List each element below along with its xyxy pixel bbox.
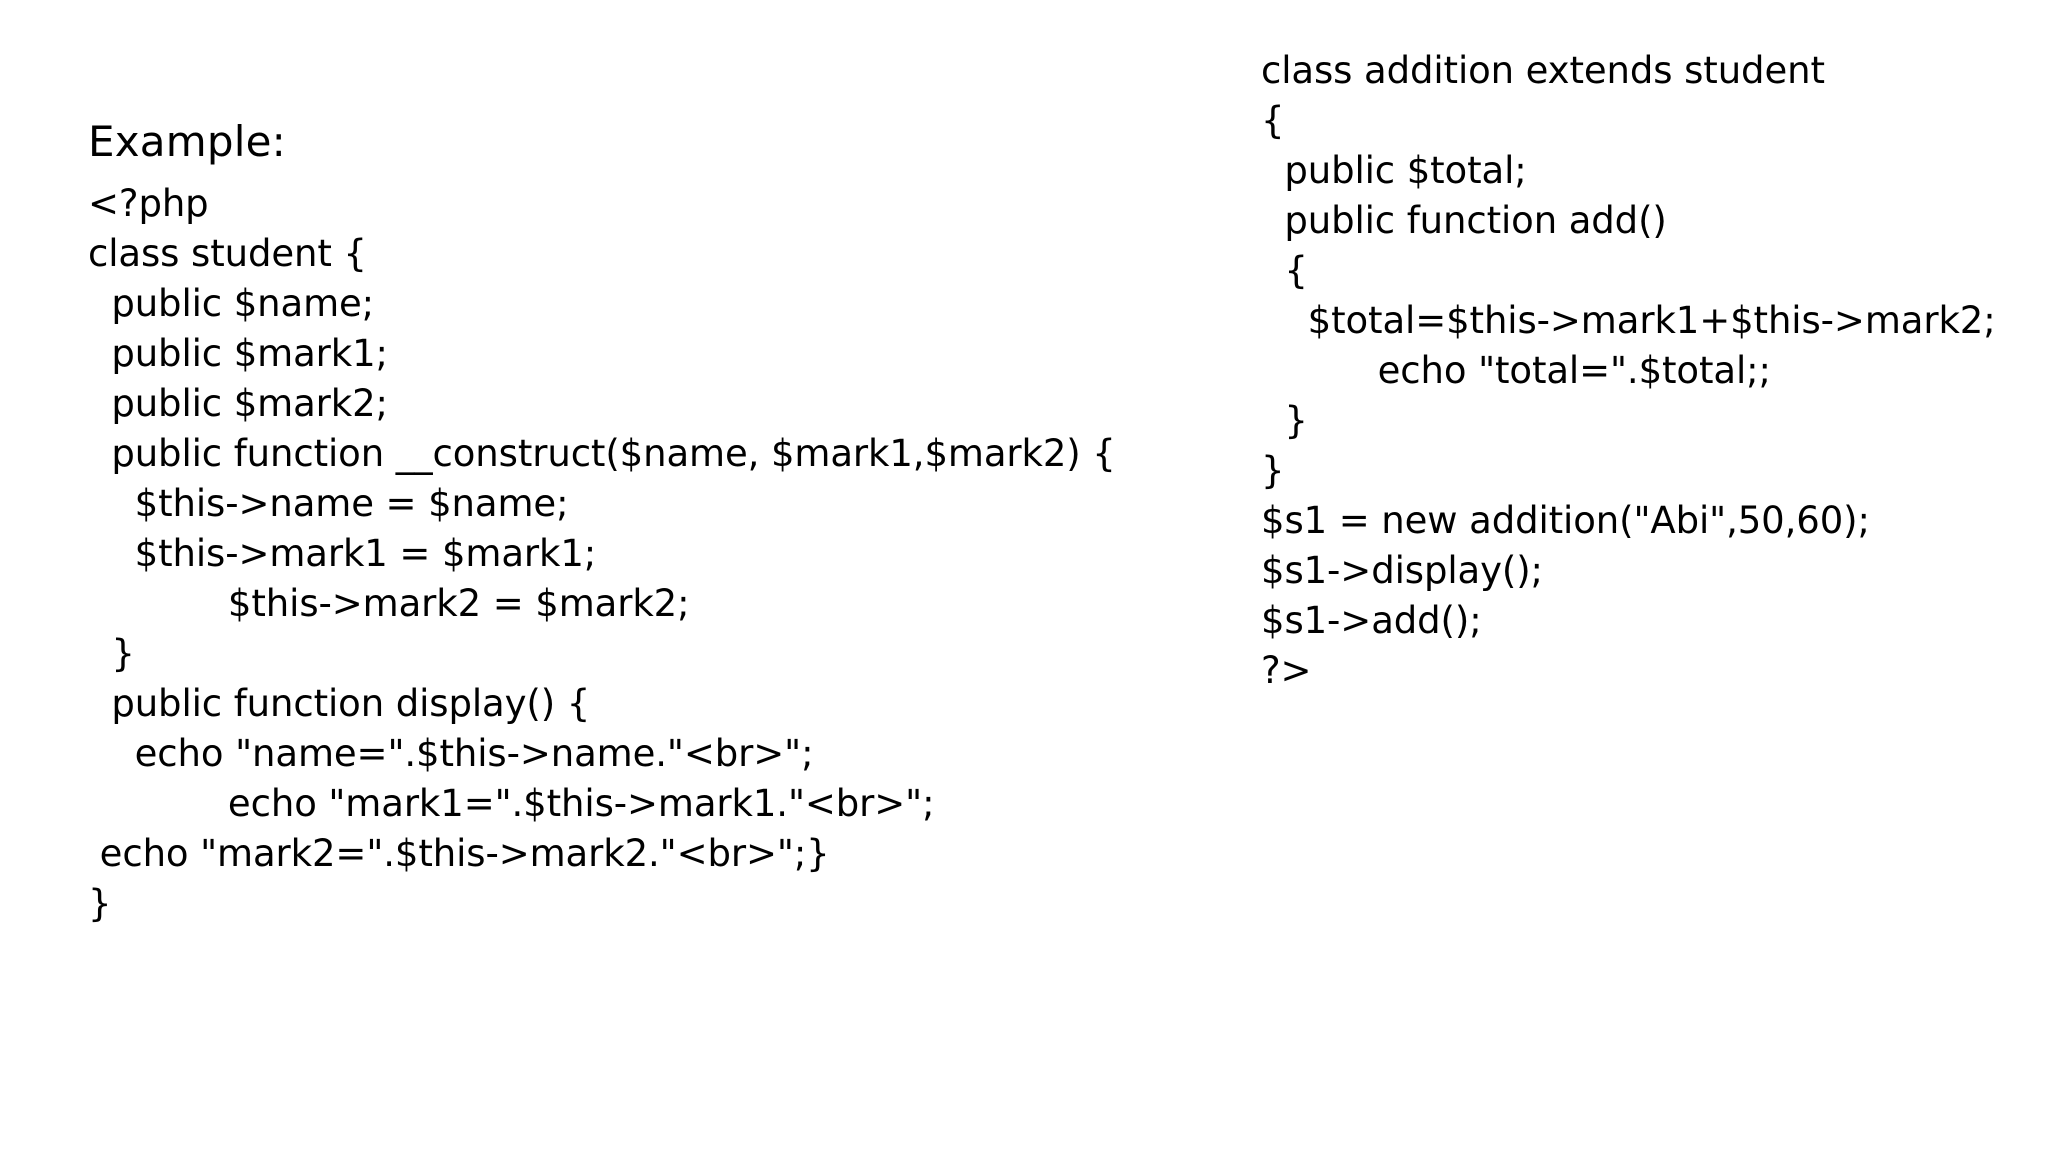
code-line: { <box>1261 99 1285 142</box>
code-line: $total=$this->mark1+$this->mark2; <box>1261 299 1996 342</box>
left-code-listing: <?php class student { public $name; publi… <box>88 179 1218 929</box>
right-code-listing: class addition extends student { public $… <box>1261 46 2001 696</box>
code-line: $s1->add(); <box>1261 599 1482 642</box>
code-line: } <box>1261 449 1285 492</box>
code-line: { <box>1261 249 1308 292</box>
code-line: public $mark2; <box>88 382 388 426</box>
code-line: public function add() <box>1261 199 1667 242</box>
code-line: public function display() { <box>88 682 591 726</box>
code-line: public $total; <box>1261 149 1527 192</box>
code-line: class addition extends student <box>1261 49 1825 92</box>
right-code-textbox[interactable]: class addition extends student { public $… <box>1261 46 2001 696</box>
left-code-textbox[interactable]: Example: <?php class student { public $na… <box>88 118 1218 929</box>
code-line: } <box>88 882 112 926</box>
code-line: echo "mark1=".$this->mark1."<br>"; <box>88 782 935 826</box>
code-line: } <box>88 632 135 676</box>
code-line: echo "total=".$total;; <box>1261 349 1771 392</box>
code-line: class student { <box>88 232 367 276</box>
code-line: $s1->display(); <box>1261 549 1543 592</box>
code-line: public $mark1; <box>88 332 388 376</box>
code-line: $this->mark2 = $mark2; <box>88 582 690 626</box>
code-line: $s1 = new addition("Abi",50,60); <box>1261 499 1870 542</box>
code-line: public $name; <box>88 282 375 326</box>
code-line: <?php <box>88 182 209 226</box>
code-line: public function __construct($name, $mark… <box>88 432 1116 476</box>
page-title: Example: <box>88 117 286 166</box>
code-line: ?> <box>1261 649 1312 692</box>
code-line: $this->mark1 = $mark1; <box>88 532 597 576</box>
code-line: $this->name = $name; <box>88 482 569 526</box>
code-line: } <box>1261 399 1308 442</box>
code-line: echo "name=".$this->name."<br>"; <box>88 732 814 776</box>
code-line: echo "mark2=".$this->mark2."<br>";} <box>88 832 830 876</box>
